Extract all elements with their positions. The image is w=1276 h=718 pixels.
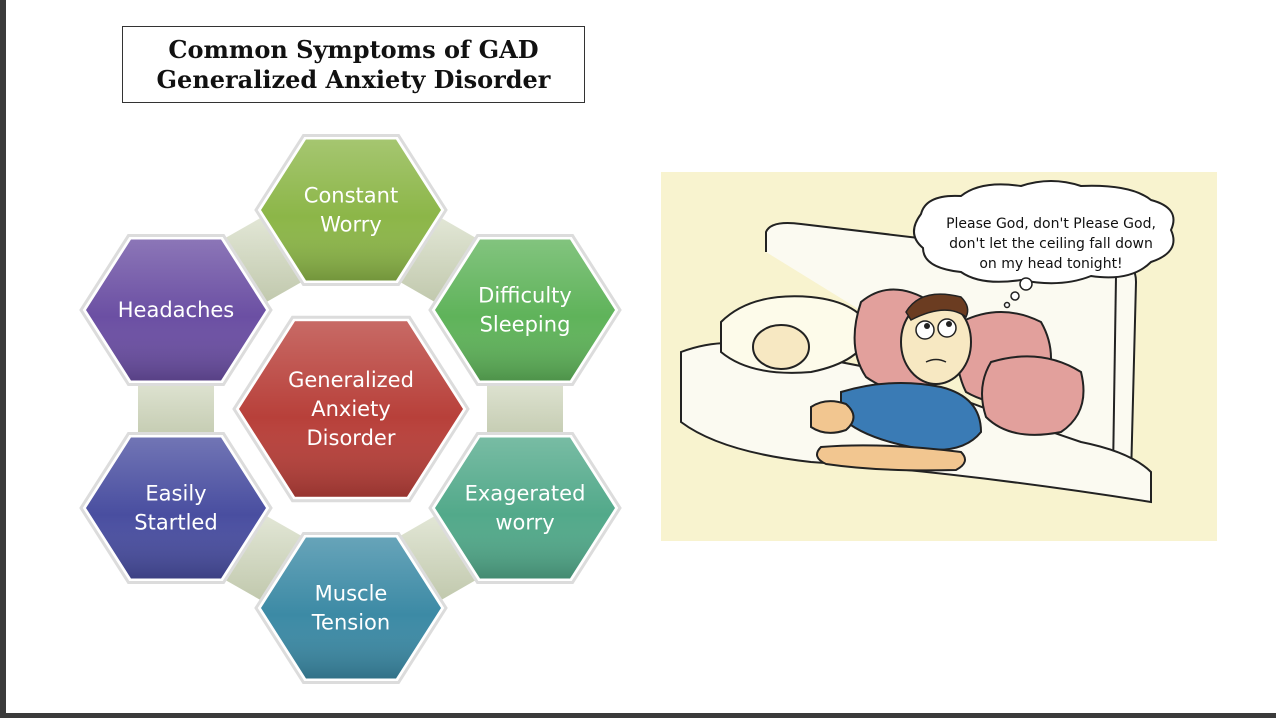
slide-title: Common Symptoms of GAD Generalized Anxie… xyxy=(122,26,585,103)
hex-exagerated-worry: Exagerated worry xyxy=(428,432,622,584)
hex-center-label: Disorder xyxy=(307,426,396,450)
hex-headaches-label: Headaches xyxy=(118,298,235,322)
cartoon-illustration: Please God, don't Please God, don't let … xyxy=(661,172,1217,541)
hex-center-label: Anxiety xyxy=(311,397,391,421)
speech-line-3: on my head tonight! xyxy=(979,256,1122,272)
hex-difficulty-sleeping-label: Sleeping xyxy=(480,313,571,337)
window-frame-bottom xyxy=(0,713,1276,718)
hex-muscle-tension-label: Tension xyxy=(311,611,390,635)
speech-line-1: Please God, don't Please God, xyxy=(946,216,1156,232)
title-line-1: Common Symptoms of GAD xyxy=(168,34,539,64)
hex-easily-startled-label: Easily xyxy=(145,482,206,506)
hex-muscle-tension-label: Muscle xyxy=(315,582,388,606)
title-line-2: Generalized Anxiety Disorder xyxy=(156,64,551,94)
hex-constant-worry-label: Constant xyxy=(304,184,398,208)
arm-shape xyxy=(816,444,966,472)
hex-center-label: Generalized xyxy=(288,368,414,392)
speech-line-2: don't let the ceiling fall down xyxy=(949,236,1153,252)
partner-head-shape xyxy=(752,324,810,370)
hex-exagerated-worry-label: Exagerated xyxy=(465,482,586,506)
hex-constant-worry-label: Worry xyxy=(320,213,382,237)
pillow-pink-3 xyxy=(981,355,1085,436)
hex-easily-startled-label: Startled xyxy=(134,511,217,535)
pajamas-shape xyxy=(840,382,983,451)
hex-headaches: Headaches xyxy=(79,234,273,386)
hex-difficulty-sleeping-label: Difficulty xyxy=(478,284,572,308)
thought-bubble xyxy=(913,180,1175,285)
window-frame-left xyxy=(0,0,6,718)
hex-exagerated-worry-label: worry xyxy=(495,511,554,535)
hexagon-diagram: ConstantWorryDifficultySleepingExagerate… xyxy=(79,134,622,684)
